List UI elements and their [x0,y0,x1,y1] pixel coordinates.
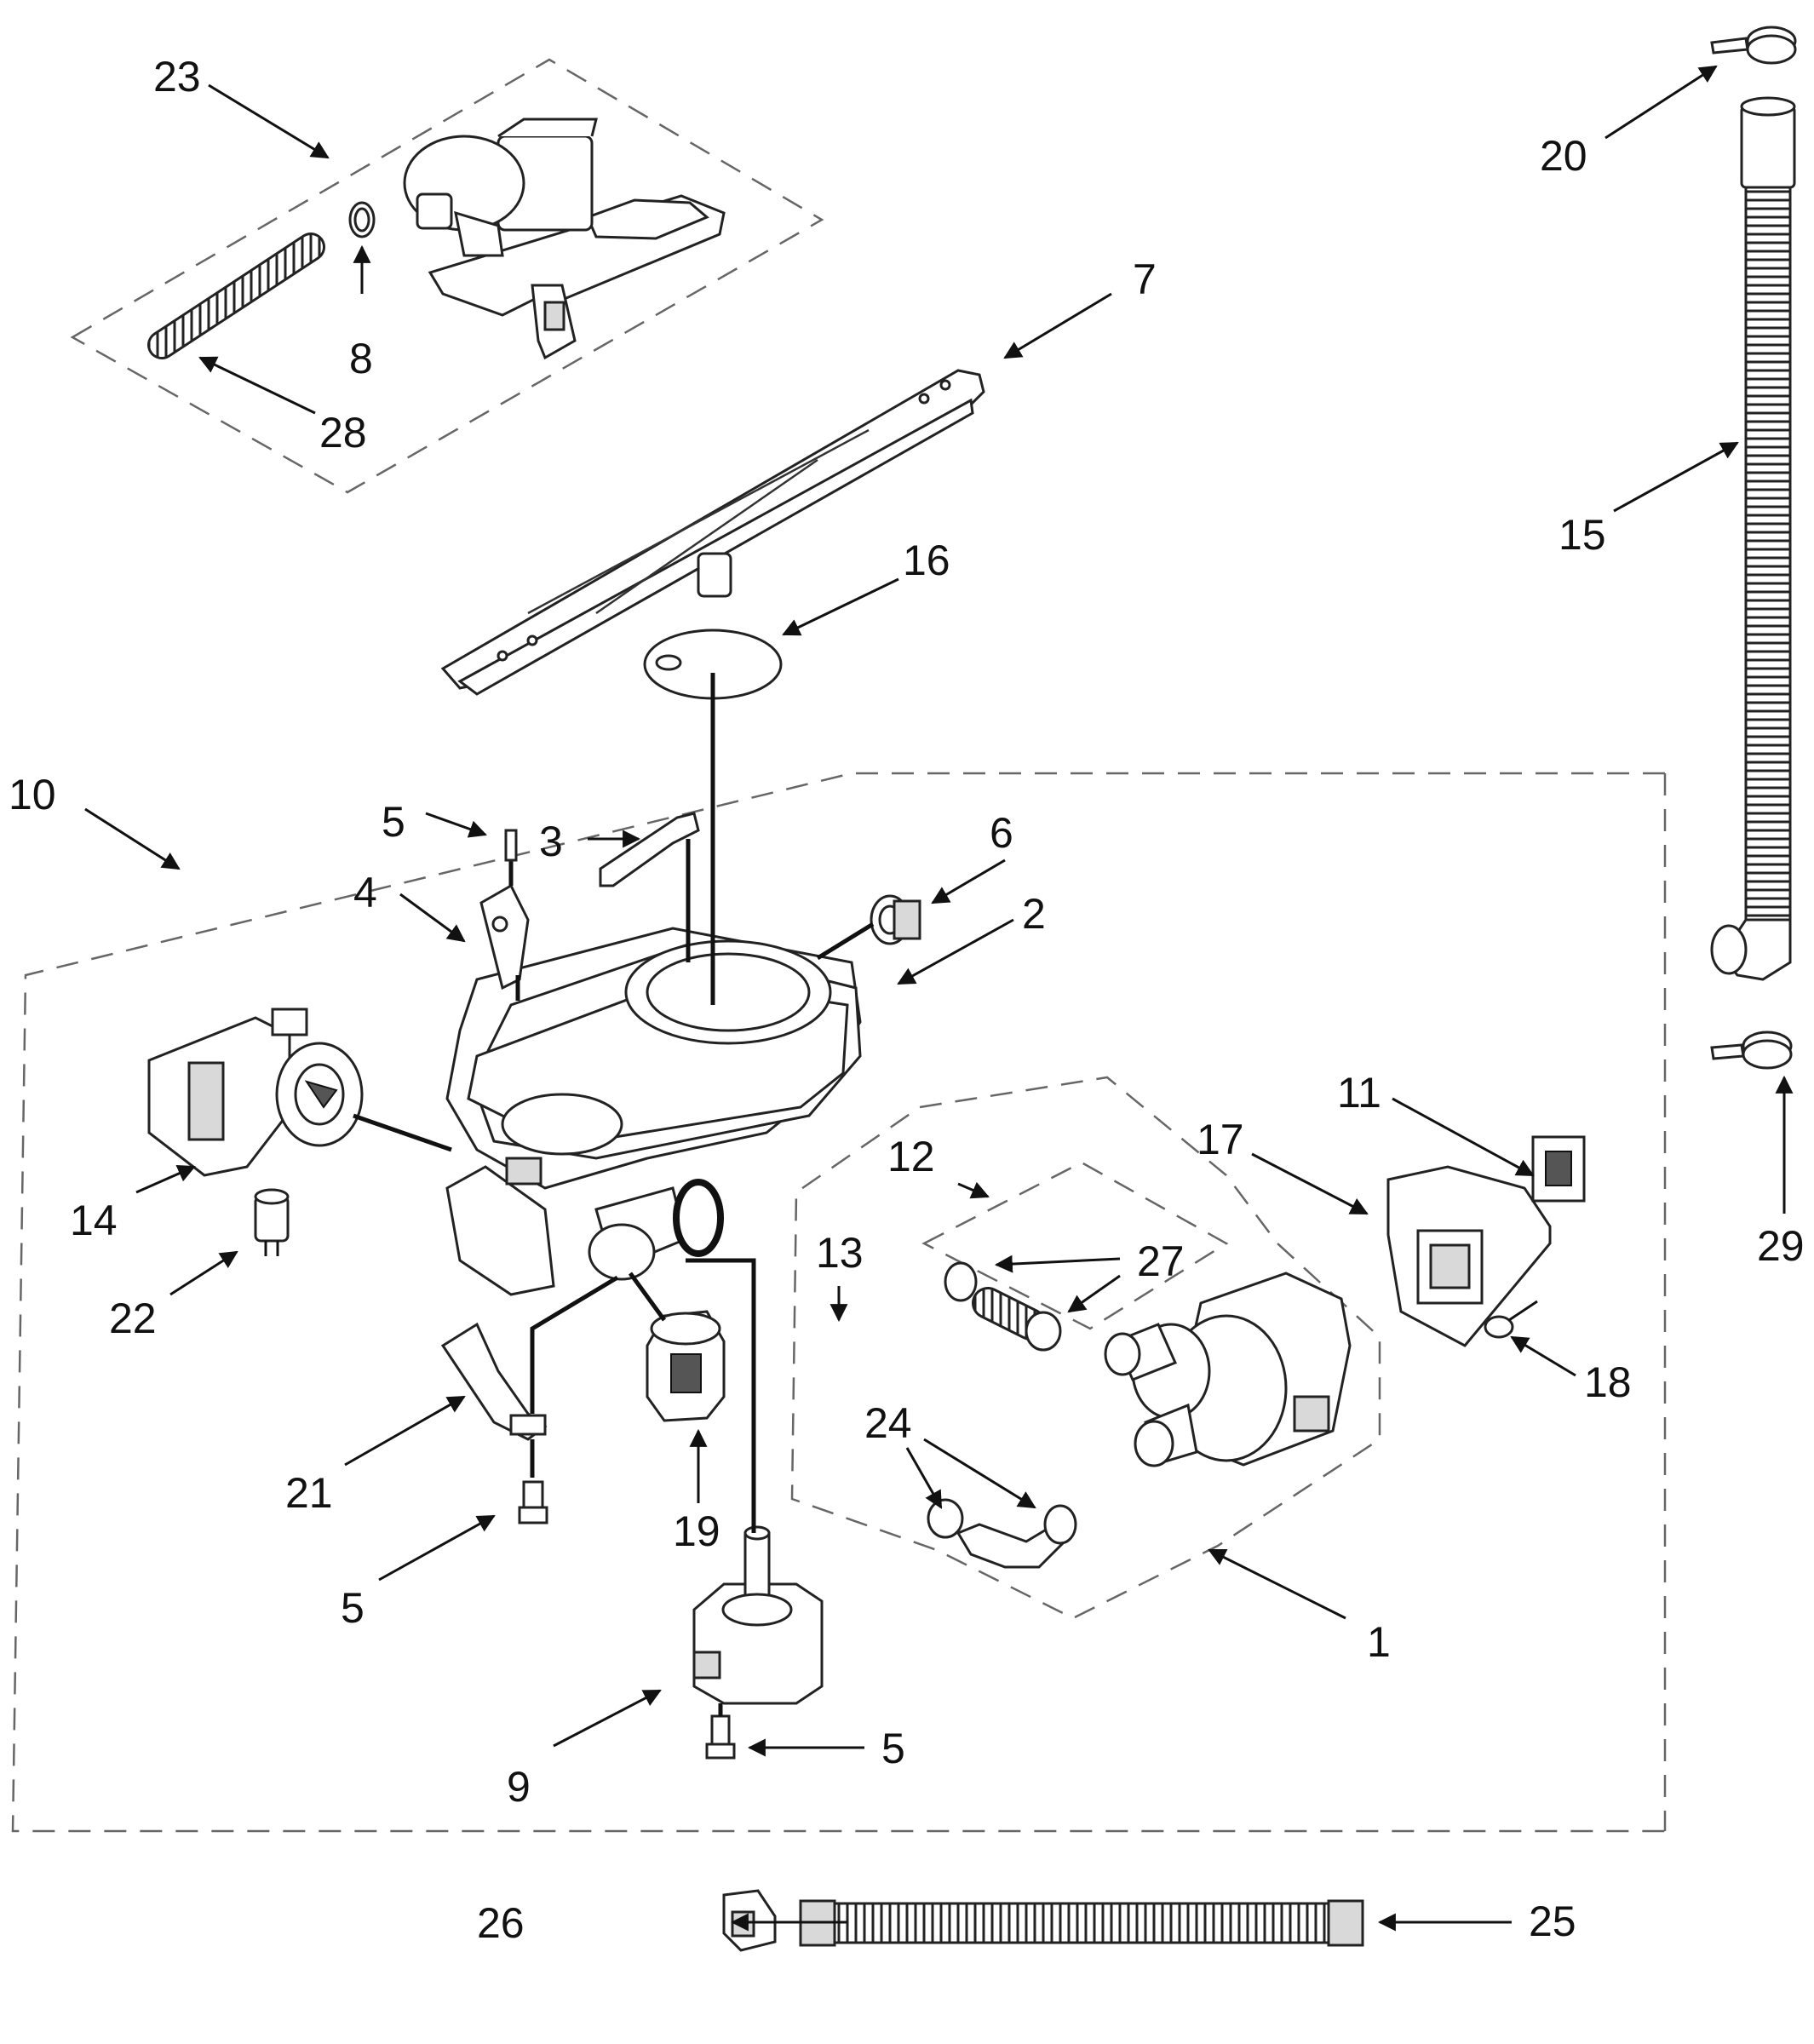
drain-hose-28 [147,233,325,359]
callout-17: 17 [1197,1116,1244,1163]
clip-26 [722,1889,777,1952]
callout-13: 13 [816,1229,864,1277]
callout-10: 10 [9,771,56,818]
screw-5-top [504,829,518,886]
hose-27 [944,1261,1062,1352]
callout-11: 11 [1337,1069,1381,1117]
assembly-lines [353,673,875,1716]
callout-4: 4 [353,869,377,916]
circulation-pump-1 [1104,1272,1352,1467]
callout-19: 19 [673,1507,720,1555]
callout-15: 15 [1559,511,1606,559]
callout-16: 16 [903,537,950,584]
callout-25: 25 [1529,1898,1576,1945]
group-boundaries [11,58,1667,1833]
callout-1: 1 [1367,1618,1391,1666]
callout-14: 14 [70,1197,118,1244]
clamp-29 [1710,1031,1793,1070]
callout-5-bottom: 5 [881,1725,905,1772]
inlet-valve-assembly [403,118,726,360]
screw-5-left [518,1480,548,1524]
callout-18: 18 [1584,1358,1632,1406]
drain-pump-14 [147,1008,364,1177]
callout-27: 27 [1137,1237,1185,1285]
clamp-20 [1710,26,1797,65]
shield-17 [1386,1165,1552,1347]
callout-5-top: 5 [382,798,405,846]
callout-7: 7 [1133,256,1157,303]
turbidity-sensor-4 [479,883,530,990]
callout-22: 22 [109,1295,157,1342]
callout-arrows [84,65,1794,1932]
callout-3: 3 [539,818,563,865]
elbow-hose-24 [927,1498,1077,1569]
callout-20: 20 [1540,132,1587,180]
hose-clamp-8 [348,201,376,238]
diverter-19 [646,1310,726,1422]
callout-2: 2 [1022,890,1046,938]
wash-motor-hub-9 [692,1525,824,1705]
grommet-6 [870,894,921,945]
callout-28: 28 [319,409,367,456]
callout-5-left: 5 [341,1584,365,1632]
sump-assembly-2 [445,927,862,1296]
callout-8: 8 [349,335,373,382]
callout-labels: 1 2 3 4 5 5 5 6 7 8 9 10 11 12 13 14 15 … [9,53,1805,1947]
hose-25 [799,1899,1364,1947]
drain-hose-15 [1710,96,1796,981]
callout-26: 26 [477,1899,525,1947]
mount-11 [1531,1135,1586,1203]
callout-24: 24 [864,1399,912,1447]
screw-18 [1484,1300,1538,1339]
callout-21: 21 [285,1469,333,1517]
bracket-3 [599,812,700,887]
bracket-21 [440,1322,548,1441]
thermostat-22 [254,1188,290,1256]
lower-wash-arm-7 [440,369,985,696]
callout-9: 9 [507,1763,531,1811]
callout-23: 23 [153,53,201,100]
filter-disc-16 [643,629,783,700]
callout-12: 12 [887,1133,935,1180]
callout-6: 6 [990,809,1013,857]
callout-29: 29 [1757,1222,1805,1270]
screw-5-bottom [705,1714,736,1760]
